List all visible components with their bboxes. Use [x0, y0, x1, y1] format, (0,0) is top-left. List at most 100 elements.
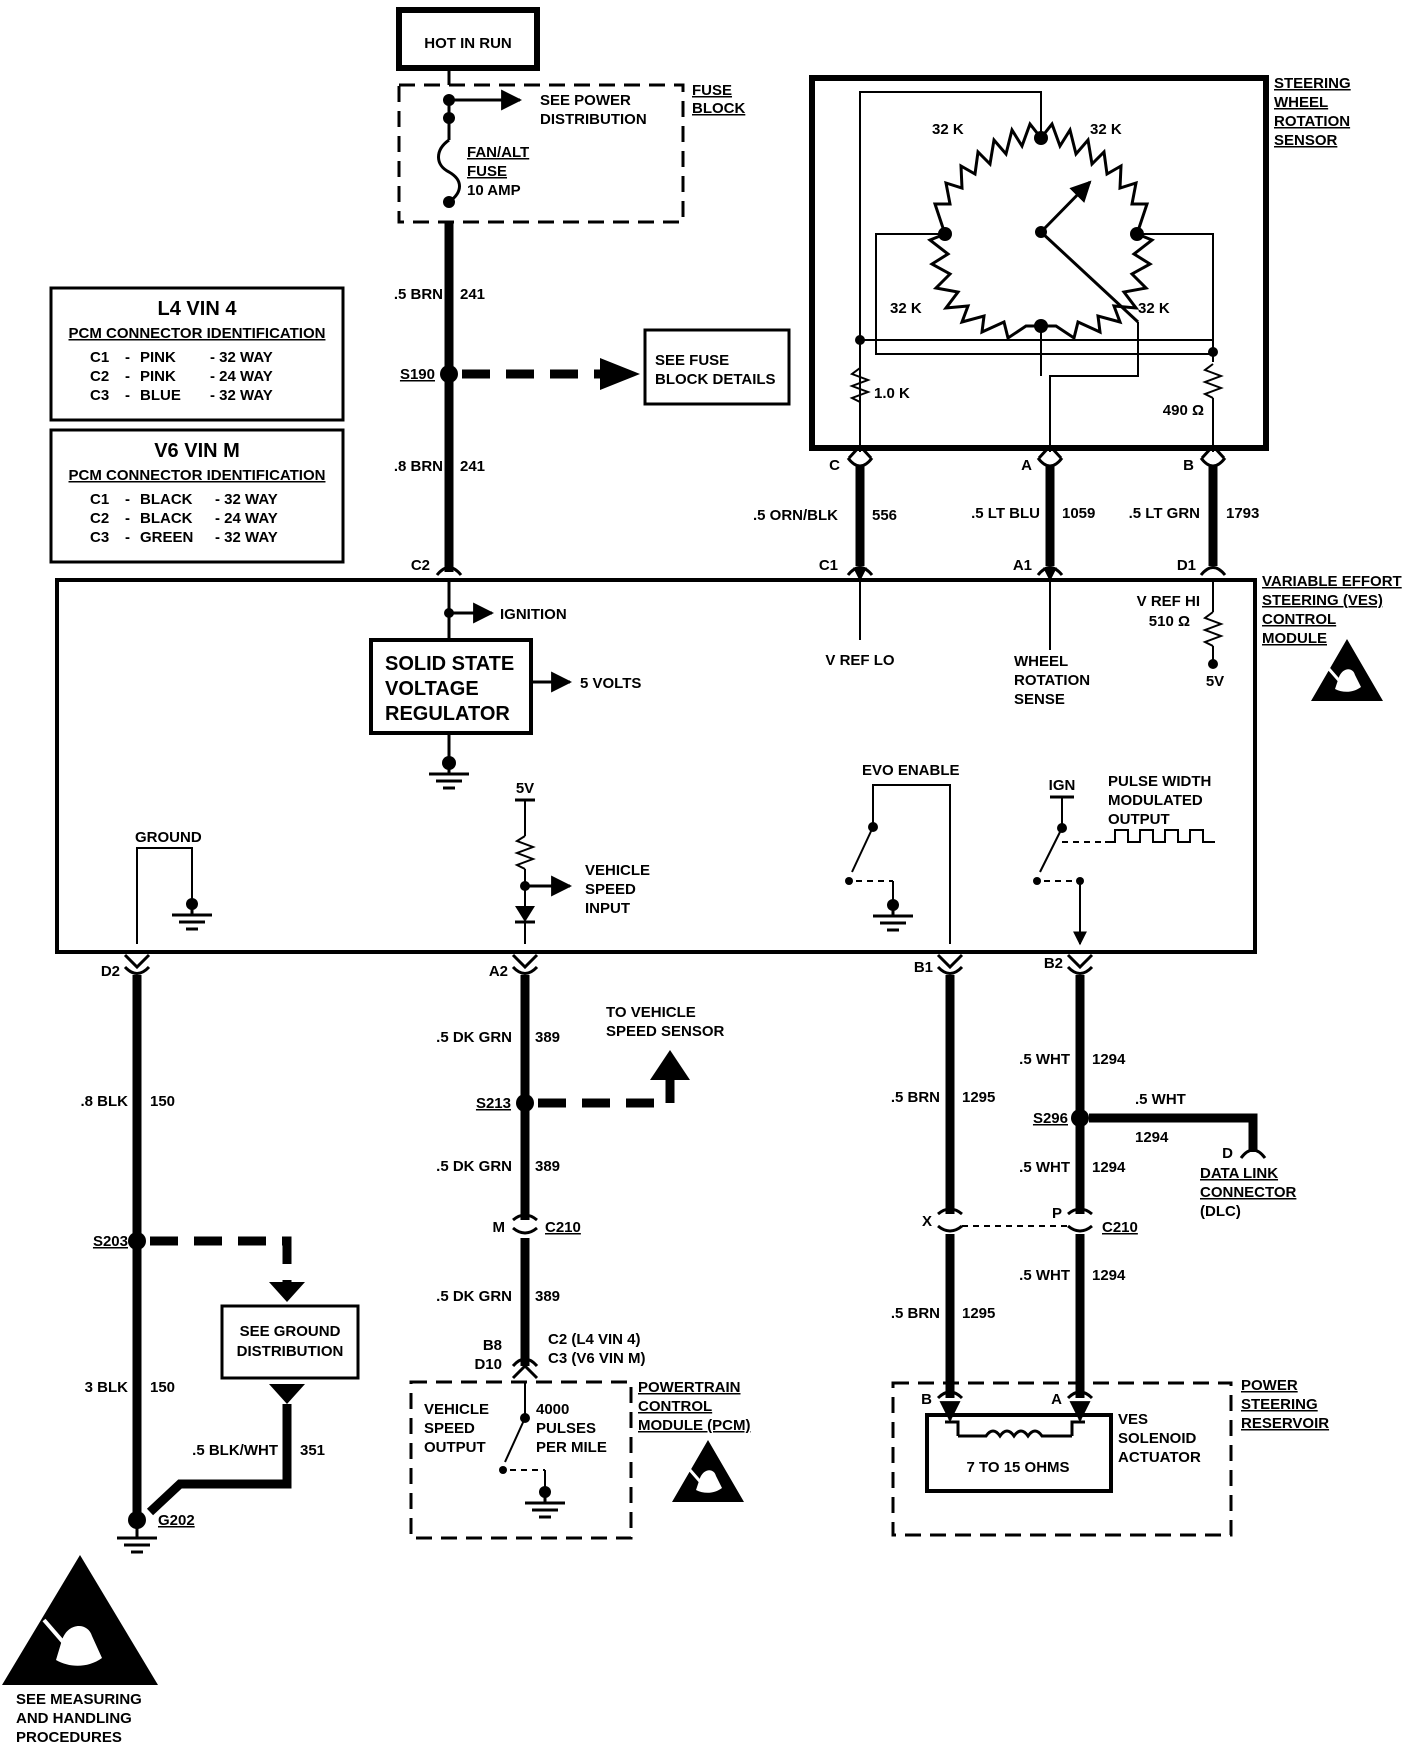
- pcm-conn: C2 (L4 VIN 4): [548, 1331, 641, 1348]
- pwm-label-2: MODULATED: [1108, 792, 1203, 809]
- table-row: C3 - GREEN - 32 WAY: [90, 529, 278, 546]
- evo-enable-label: EVO ENABLE: [862, 762, 960, 779]
- c210-label: C210: [545, 1219, 581, 1236]
- sensor-label-3: ROTATION: [1274, 113, 1350, 130]
- reservoir-label-3: RESERVOIR: [1241, 1415, 1329, 1432]
- ground-label: GROUND: [135, 829, 202, 846]
- pcm-conn: C3 (V6 VIN M): [548, 1350, 646, 1367]
- wire-color-label: .5 BRN: [891, 1305, 940, 1322]
- esd-note-1: SEE MEASURING: [16, 1691, 142, 1708]
- svg-text:C1: C1: [90, 491, 109, 508]
- steering-wheel-rotation-sensor: STEERING WHEEL ROTATION SENSOR 32 K 32 K…: [809, 75, 1351, 452]
- wire-color-label: 3 BLK: [85, 1379, 129, 1396]
- circuit-number: 556: [872, 507, 897, 524]
- solenoid-circuits: .5 BRN 1295 .5 WHT 1294 S296 .5 WHT 1294…: [891, 975, 1297, 1408]
- resistor-value: 490 Ω: [1163, 402, 1204, 419]
- diode-icon: [515, 906, 535, 922]
- table-subtitle: PCM CONNECTOR IDENTIFICATION: [69, 467, 326, 484]
- wire-color-label: .5 BRN: [891, 1089, 940, 1106]
- ves-control-module: VARIABLE EFFORT STEERING (VES) CONTROL M…: [55, 567, 1402, 954]
- connector-a2: A2: [489, 963, 508, 980]
- ves-label-4: MODULE: [1262, 630, 1327, 647]
- splice-label: S203: [93, 1233, 128, 1250]
- circuit-number: 150: [150, 1093, 175, 1110]
- ground-icon: [871, 904, 915, 932]
- circuit-number: 150: [150, 1379, 175, 1396]
- wire-color-label: .5 BLK/WHT: [192, 1442, 278, 1459]
- wire-color-label: .5 BRN: [394, 286, 443, 303]
- ign-label: IGN: [1049, 777, 1076, 794]
- hot-in-run-box: HOT IN RUN: [396, 7, 540, 71]
- hot-in-run-label: HOT IN RUN: [424, 35, 512, 52]
- table-title: V6 VIN M: [154, 440, 240, 462]
- vss-output-3: OUTPUT: [424, 1439, 486, 1456]
- resistor-value: 32 K: [890, 300, 922, 317]
- vss-output-1: VEHICLE: [424, 1401, 489, 1418]
- pwm-label-3: OUTPUT: [1108, 811, 1170, 828]
- connector-a1: A1: [1013, 557, 1032, 574]
- c210-pin: P: [1052, 1205, 1062, 1222]
- vss-input-1: VEHICLE: [585, 862, 650, 879]
- ground-icon: [170, 903, 214, 931]
- ground-g202: [128, 1511, 146, 1529]
- splice-label: S213: [476, 1095, 511, 1112]
- splice-label: S190: [400, 366, 435, 383]
- table-row: C2 - PINK - 24 WAY: [90, 368, 273, 385]
- sensor-label-2: WHEEL: [1274, 94, 1328, 111]
- svg-text:C2: C2: [90, 368, 109, 385]
- actuator-1: VES: [1118, 1411, 1148, 1428]
- to-vss-1: TO VEHICLE: [606, 1004, 696, 1021]
- svg-text:-: -: [125, 387, 130, 404]
- reservoir-label-1: POWER: [1241, 1377, 1298, 1394]
- five-v-label: 5V: [516, 780, 534, 797]
- circuit-number: 1294: [1092, 1051, 1126, 1068]
- pulses-3: PER MILE: [536, 1439, 607, 1456]
- svg-text:-: -: [125, 349, 130, 366]
- regulator-line1: SOLID STATE: [385, 653, 514, 675]
- fuse-block-label-2: BLOCK: [692, 100, 745, 117]
- vss-output-2: SPEED: [424, 1420, 475, 1437]
- fuse-block: FUSE BLOCK SEE POWER DISTRIBUTION FAN/AL…: [397, 82, 745, 224]
- esd-note: SEE MEASURING AND HANDLING PROCEDURES: [2, 1555, 158, 1746]
- ignition-label: IGNITION: [500, 606, 567, 623]
- circuit-number: 1059: [1062, 505, 1095, 522]
- wire-color-label: .5 DK GRN: [436, 1288, 512, 1305]
- svg-text:- 24 WAY: - 24 WAY: [210, 368, 273, 385]
- reservoir-pin: B: [921, 1391, 932, 1408]
- pin-label: B: [1183, 457, 1194, 474]
- svg-text:- 32 WAY: - 32 WAY: [210, 349, 273, 366]
- see-ground-distribution-box: [220, 1304, 360, 1380]
- ground-icon: [427, 762, 471, 790]
- dlc-label-1: DATA LINK: [1200, 1165, 1278, 1182]
- pcm-table-v6: V6 VIN M PCM CONNECTOR IDENTIFICATION C1…: [49, 428, 345, 564]
- circuit-number: 1295: [962, 1089, 995, 1106]
- esd-warning-icon: [2, 1555, 158, 1685]
- dlc-label-3: (DLC): [1200, 1203, 1241, 1220]
- pwm-waveform: [1105, 829, 1215, 843]
- reservoir-label-2: STEERING: [1241, 1396, 1318, 1413]
- see-fuse-line1: SEE FUSE: [655, 352, 729, 369]
- table-row: C3 - BLUE - 32 WAY: [90, 387, 273, 404]
- resistor-value: 32 K: [932, 121, 964, 138]
- svg-text:- 32 WAY: - 32 WAY: [215, 529, 278, 546]
- actuator-3: ACTUATOR: [1118, 1449, 1201, 1466]
- see-power-dist-1: SEE POWER: [540, 92, 631, 109]
- vehicle-speed-circuit: .5 DK GRN 389 TO VEHICLE SPEED SENSOR S2…: [436, 975, 725, 1380]
- circuit-number: 1793: [1226, 505, 1259, 522]
- circuit-number: 1294: [1135, 1129, 1169, 1146]
- connector-b1: B1: [914, 959, 933, 976]
- connector-c1: C1: [819, 557, 838, 574]
- wire-color-label: .5 DK GRN: [436, 1158, 512, 1175]
- pcm-label-3: MODULE (PCM): [638, 1417, 751, 1434]
- module-lower-connectors: D2 A2 B1 B2: [101, 953, 1094, 980]
- fuse-icon: [437, 138, 461, 204]
- svg-text:-: -: [125, 368, 130, 385]
- fuse-name-1: FAN/ALT: [467, 144, 529, 161]
- circuit-number: 1295: [962, 1305, 995, 1322]
- regulator-line2: VOLTAGE: [385, 678, 479, 700]
- actuator-2: SOLENOID: [1118, 1430, 1197, 1447]
- table-title: L4 VIN 4: [158, 298, 238, 320]
- svg-text:BLACK: BLACK: [140, 491, 193, 508]
- circuit-number: 1294: [1092, 1267, 1126, 1284]
